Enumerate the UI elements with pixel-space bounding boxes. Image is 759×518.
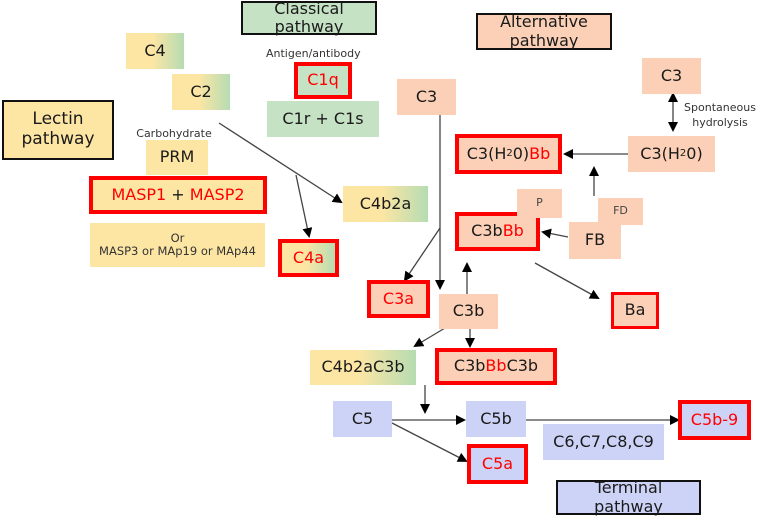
node-c1q: C1q [294, 62, 352, 99]
c5a-text: C5a [481, 453, 514, 473]
node-masp1-masp2: MASP1 + MASP2 [89, 176, 267, 214]
c1q-text: C1q [307, 70, 339, 90]
c3bbbc3b-bb: Bb [485, 356, 507, 376]
node-c5b9: C5b-9 [678, 400, 751, 440]
c3bbbc3b-c3b-1: C3b [453, 356, 486, 376]
arrow-fb-to-c3bbb [541, 228, 569, 239]
masp2-text: MASP2 [189, 184, 245, 204]
node-c3a: C3a [367, 280, 430, 318]
c3bbbc3b-c3b-2: C3b [506, 356, 539, 376]
node-c4b2a: C4b2a [343, 186, 428, 222]
c3a-text: C3a [382, 288, 415, 308]
label-spontaneous-hydrolysis: Spontaneous hydrolysis [684, 101, 756, 129]
node-properdin: P [517, 189, 562, 218]
masp1-text: MASP1 [111, 184, 167, 204]
arrow-to-c3a [403, 227, 441, 282]
node-c3b: C3b [439, 294, 498, 329]
plus-text: + [166, 184, 190, 204]
c3h2obb-suffix: 0) [512, 143, 530, 163]
node-c4a: C4a [278, 239, 339, 277]
terminal-pathway-title: Terminal pathway [556, 478, 701, 515]
node-fb: FB [569, 222, 621, 259]
node-c6-c9: C6,C7,C8,C9 [543, 424, 664, 460]
node-c5a: C5a [467, 444, 528, 484]
arrow-c3b-to-c4b2ac3b [413, 327, 446, 348]
label-antigen-antibody: Antigen/antibody [266, 47, 361, 60]
c5b9-text: C5b-9 [690, 409, 739, 429]
c3h2obb-sub: 2 [506, 148, 513, 160]
c3bbb-c3b: C3b [471, 221, 503, 241]
node-masp-alternatives: Or MASP3 or MAp19 or MAp44 [90, 223, 265, 267]
node-c3-alternative: C3 [642, 58, 701, 94]
arrow-to-c4a [295, 174, 313, 238]
c3bbb-bb: Bb [502, 221, 524, 241]
arrow-c5-to-c5a [391, 422, 468, 462]
classical-pathway-title: Classical pathway [241, 0, 377, 36]
node-fd: FD [598, 198, 643, 225]
alternative-pathway-title: Alternative pathway [476, 12, 612, 50]
node-c4b2ac3b: C4b2aC3b [310, 350, 416, 385]
node-c3-classical: C3 [397, 79, 456, 115]
label-carbohydrate: Carbohydrate [136, 127, 212, 140]
c3h2o-sub: 2 [679, 148, 687, 160]
arrow-c2-to-c4b2a [218, 122, 343, 204]
node-ba: Ba [611, 292, 659, 329]
c4a-text: C4a [292, 247, 325, 267]
c3h2o-prefix: C3(H [640, 143, 680, 163]
node-c5: C5 [333, 401, 392, 437]
arrow-to-ba [534, 262, 600, 299]
node-c1r-c1s: C1r + C1s [267, 101, 379, 137]
node-c2: C2 [172, 74, 230, 110]
node-c4: C4 [126, 33, 184, 69]
c3h2o-suffix: 0) [686, 143, 703, 163]
node-prm: PRM [146, 140, 208, 175]
c3h2obb-bb: Bb [529, 143, 551, 163]
node-c5b: C5b [466, 401, 526, 437]
c3h2obb-prefix: C3(H [466, 143, 507, 163]
lectin-pathway-title: Lectin pathway [2, 100, 114, 160]
